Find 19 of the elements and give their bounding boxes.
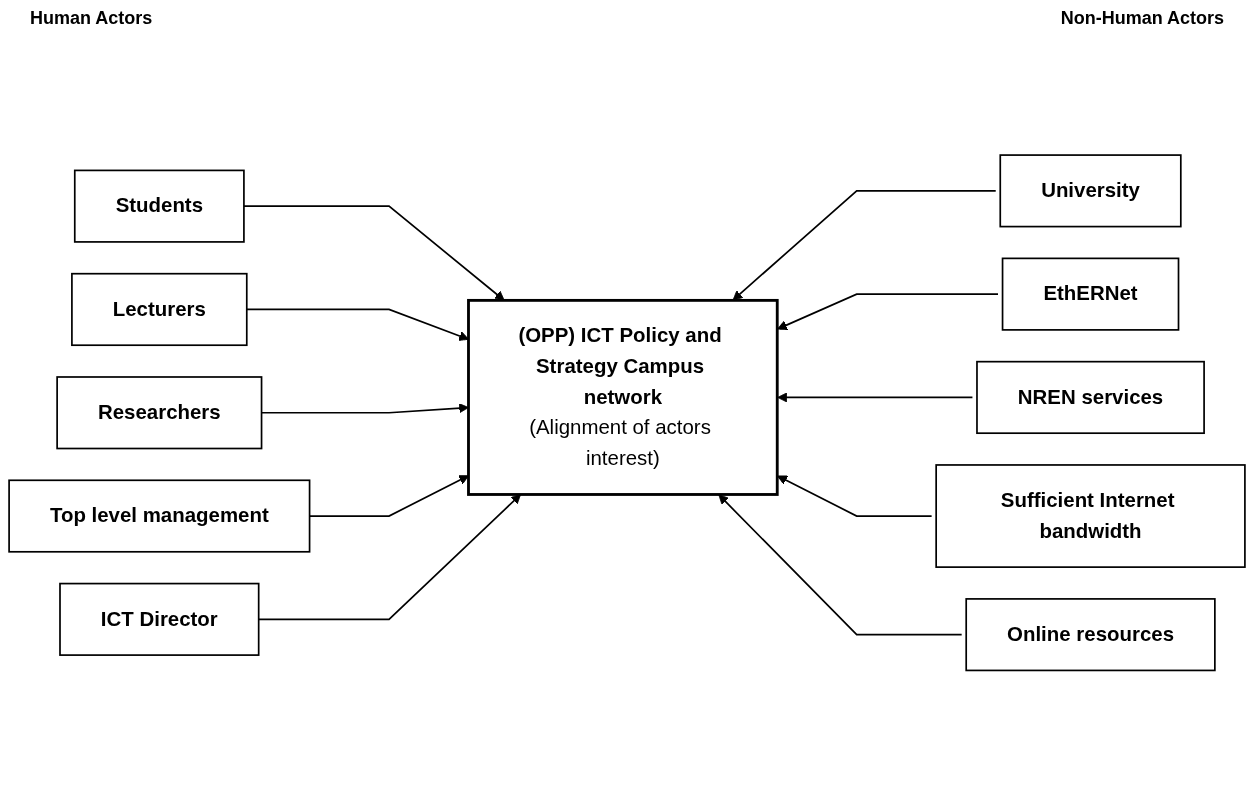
node-box: Students — [73, 169, 245, 243]
arrow — [777, 293, 999, 330]
arrow — [718, 494, 963, 636]
column-heading: Non-Human Actors — [1060, 8, 1224, 29]
node-box: (OPP) ICT Policy and Strategy Campus network (Alignment of actors interest) — [467, 298, 779, 496]
node-box: NREN services — [976, 360, 1205, 434]
node-box: Online resources — [965, 597, 1216, 671]
column-heading: Human Actors — [30, 8, 153, 29]
node-box: EthERNet — [1001, 257, 1180, 331]
node-box: University — [999, 154, 1182, 228]
node-box: Researchers — [56, 375, 263, 450]
node-box: Lecturers — [71, 272, 248, 346]
node-box: Sufficient Internet bandwidth — [935, 463, 1246, 568]
arrow — [777, 475, 933, 517]
node-box: ICT Director — [59, 582, 260, 656]
arrow — [777, 392, 974, 403]
arrow — [243, 205, 505, 301]
arrow — [732, 189, 997, 301]
node-box: Top level management — [8, 479, 311, 553]
